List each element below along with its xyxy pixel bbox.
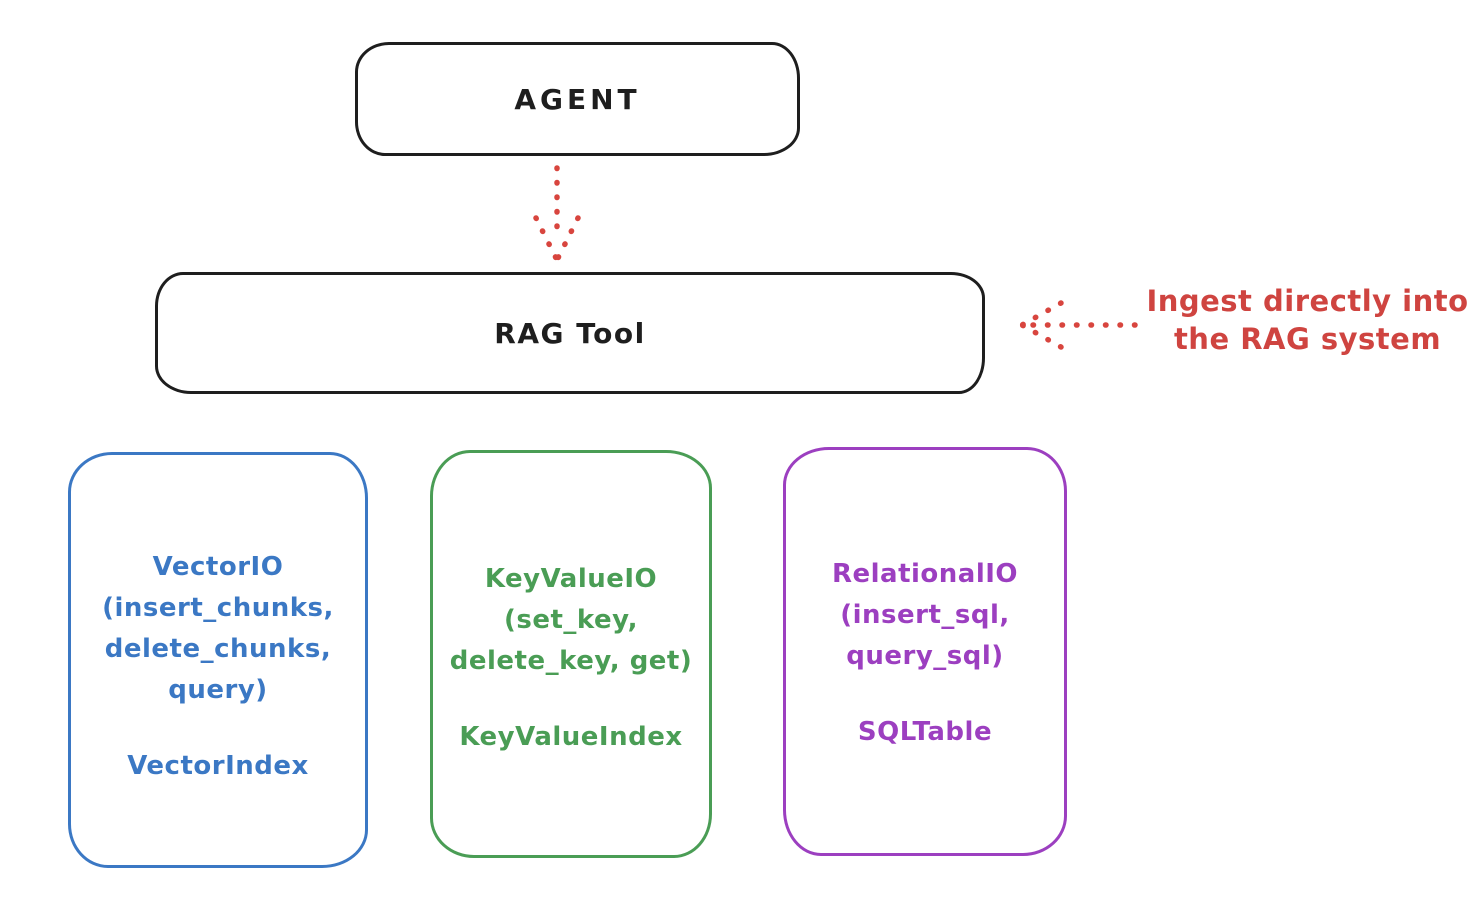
relational-io-title: RelationalIO <box>831 559 1019 589</box>
ingest-annotation: Ingest directly into the RAG system <box>1135 282 1480 358</box>
sql-table-label: SQLTable <box>857 717 993 747</box>
keyvalue-io-method-line2: delete_key, get) <box>449 646 693 676</box>
arrowhead-bottom-stroke <box>1019 322 1064 350</box>
ingest-annotation-line2: the RAG system <box>1173 322 1442 356</box>
relational-io-method-line2: query_sql) <box>846 641 1004 671</box>
agent-to-ragtool-arrow <box>533 165 581 263</box>
annotation-to-ragtool-arrow <box>1019 300 1138 350</box>
relational-io-method-line1: (insert_sql, <box>840 600 1010 630</box>
rag-tool-node: RAG Tool <box>155 272 985 394</box>
agent-node: AGENT <box>355 42 800 156</box>
keyvalue-io-method-line1: (set_key, <box>504 605 638 635</box>
keyvalue-io-title: KeyValueIO <box>484 564 658 594</box>
keyvalue-index-label: KeyValueIndex <box>459 722 683 752</box>
ingest-annotation-line1: Ingest directly into <box>1146 284 1469 318</box>
agent-node-label: AGENT <box>514 82 641 116</box>
vector-io-title: VectorIO <box>152 552 284 582</box>
vector-io-node: VectorIO (insert_chunks, delete_chunks, … <box>68 452 368 868</box>
arrowhead-right-stroke <box>554 215 581 263</box>
vector-io-method-line2: delete_chunks, <box>104 634 332 664</box>
relational-io-node: RelationalIO (insert_sql, query_sql) SQL… <box>783 447 1067 856</box>
keyvalue-io-node: KeyValueIO (set_key, delete_key, get) Ke… <box>430 450 712 858</box>
vector-io-method-line3: query) <box>168 675 268 705</box>
vector-io-method-line1: (insert_chunks, <box>102 593 334 623</box>
vector-index-label: VectorIndex <box>127 751 309 781</box>
arrowhead-left-stroke <box>533 215 560 263</box>
arrowhead-top-stroke <box>1019 300 1064 328</box>
rag-tool-node-label: RAG Tool <box>494 316 646 350</box>
